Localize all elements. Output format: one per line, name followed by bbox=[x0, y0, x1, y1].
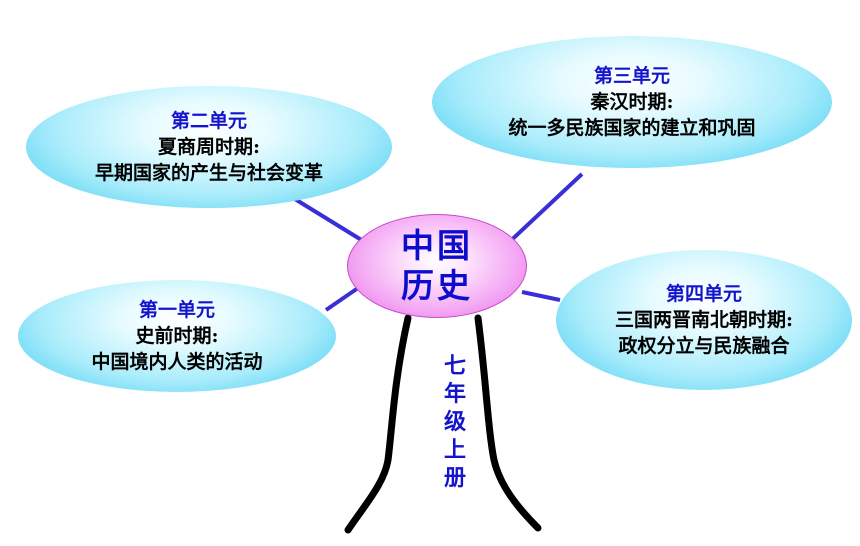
unit-bubble-2: 第二单元 夏商周时期: 早期国家的产生与社会变革 bbox=[26, 86, 392, 208]
unit-theme: 早期国家的产生与社会变革 bbox=[94, 162, 323, 184]
unit-theme: 统一多民族国家的建立和巩固 bbox=[508, 117, 756, 139]
center-node: 中国 历史 bbox=[347, 214, 527, 318]
unit-theme: 政权分立与民族融合 bbox=[618, 335, 790, 357]
connector-unit1 bbox=[324, 286, 360, 312]
trunk-left bbox=[344, 314, 412, 534]
unit-title: 第二单元 bbox=[170, 110, 247, 132]
trunk-right bbox=[474, 314, 542, 532]
unit-period: 三国两晋南北朝时期: bbox=[614, 309, 793, 331]
unit-period: 史前时期: bbox=[135, 325, 219, 347]
connector-unit2 bbox=[288, 194, 370, 246]
grade-vertical-label: 七年级上册 bbox=[443, 353, 466, 491]
unit-bubble-3: 第三单元 秦汉时期: 统一多民族国家的建立和巩固 bbox=[432, 36, 832, 168]
unit-title: 第三单元 bbox=[593, 65, 670, 87]
unit-period: 夏商周时期: bbox=[157, 136, 260, 158]
center-title-line1: 中国 bbox=[401, 226, 473, 265]
unit-title: 第一单元 bbox=[138, 299, 215, 321]
center-title-line2: 历史 bbox=[401, 266, 473, 305]
unit-bubble-4: 第四单元 三国两晋南北朝时期: 政权分立与民族融合 bbox=[556, 250, 852, 390]
unit-bubble-1: 第一单元 史前时期: 中国境内人类的活动 bbox=[18, 280, 336, 392]
connector-unit4 bbox=[521, 290, 561, 302]
unit-title: 第四单元 bbox=[665, 283, 742, 305]
unit-period: 秦汉时期: bbox=[590, 91, 674, 113]
connector-unit3 bbox=[502, 172, 584, 249]
unit-theme: 中国境内人类的活动 bbox=[91, 351, 263, 373]
